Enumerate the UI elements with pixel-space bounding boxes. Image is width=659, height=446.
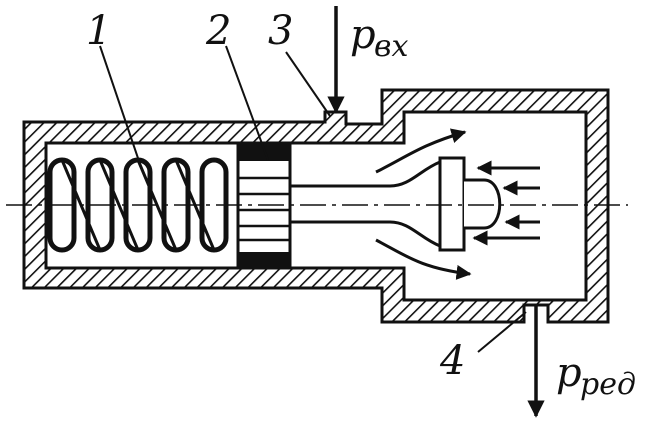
p-out-symbol: p bbox=[556, 350, 582, 396]
p-in-subscript: вх bbox=[374, 29, 408, 64]
label-2: 2 bbox=[205, 8, 231, 54]
valve-stem-and-cone bbox=[290, 156, 502, 252]
label-4: 4 bbox=[439, 338, 465, 384]
p-out-subscript: ред bbox=[580, 367, 636, 402]
p-in-symbol: p bbox=[350, 12, 376, 58]
label-3: 3 bbox=[268, 8, 293, 54]
leader-lines bbox=[99, 45, 527, 353]
label-1: 1 bbox=[86, 8, 111, 54]
flow-arrows bbox=[375, 128, 540, 280]
